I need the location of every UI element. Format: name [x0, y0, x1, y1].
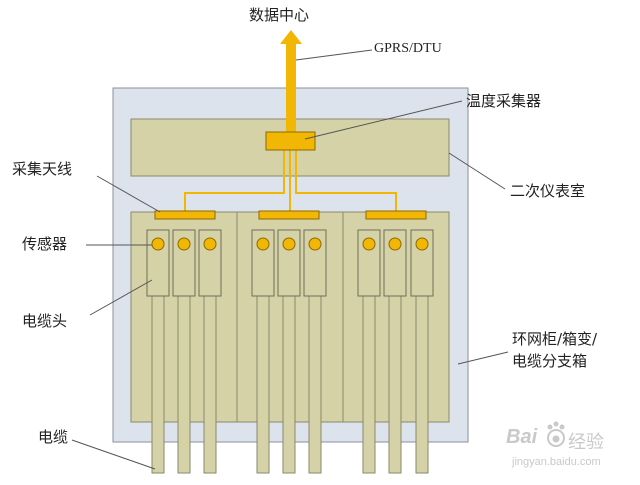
label-temperature-collector: 温度采集器 — [466, 92, 542, 110]
cable-5 — [282, 295, 296, 474]
sensor-5 — [282, 237, 296, 251]
sensor-6 — [308, 237, 322, 251]
cable-6 — [308, 295, 322, 474]
label-collection-antenna: 采集天线 — [12, 160, 73, 178]
sensor-4 — [256, 237, 270, 251]
cable-2 — [177, 295, 191, 474]
sensor-7 — [362, 237, 376, 251]
label-sensor: 传感器 — [22, 235, 68, 253]
uplink-arrowhead — [280, 30, 302, 44]
label-secondary-instrument-room: 二次仪表室 — [510, 182, 586, 200]
antenna-2 — [258, 210, 320, 220]
paw-icon — [547, 421, 565, 447]
label-cable: 电缆 — [38, 428, 69, 446]
cable-3 — [203, 295, 217, 474]
label-gprs-dtu: GPRS/DTU — [374, 41, 442, 56]
watermark-brand: Bai — [506, 426, 538, 448]
sensor-8 — [388, 237, 402, 251]
uplink-shaft — [286, 44, 296, 132]
sensor-3 — [203, 237, 217, 251]
leader-lines — [71, 49, 509, 470]
label-cabinet-line-1: 环网柜/箱变/ — [512, 330, 598, 348]
watermark-url: jingyan.baidu.com — [512, 456, 601, 468]
antenna-wiring — [184, 150, 397, 211]
label-data-center: 数据中心 — [249, 6, 310, 24]
antenna-1 — [154, 210, 216, 220]
label-cable-head: 电缆头 — [22, 312, 68, 330]
watermark-brand-cn: 经验 — [568, 432, 604, 453]
sensor-9 — [415, 237, 429, 251]
sensor-2 — [177, 237, 191, 251]
temperature-collector — [265, 131, 316, 151]
cable-group — [146, 229, 434, 474]
cable-9 — [415, 295, 429, 474]
antenna-3 — [365, 210, 427, 220]
label-cabinet-line-2: 电缆分支箱 — [512, 352, 588, 370]
cable-7 — [362, 295, 376, 474]
cable-4 — [256, 295, 270, 474]
sensor-1 — [151, 237, 165, 251]
cable-8 — [388, 295, 402, 474]
cable-1 — [151, 295, 165, 474]
